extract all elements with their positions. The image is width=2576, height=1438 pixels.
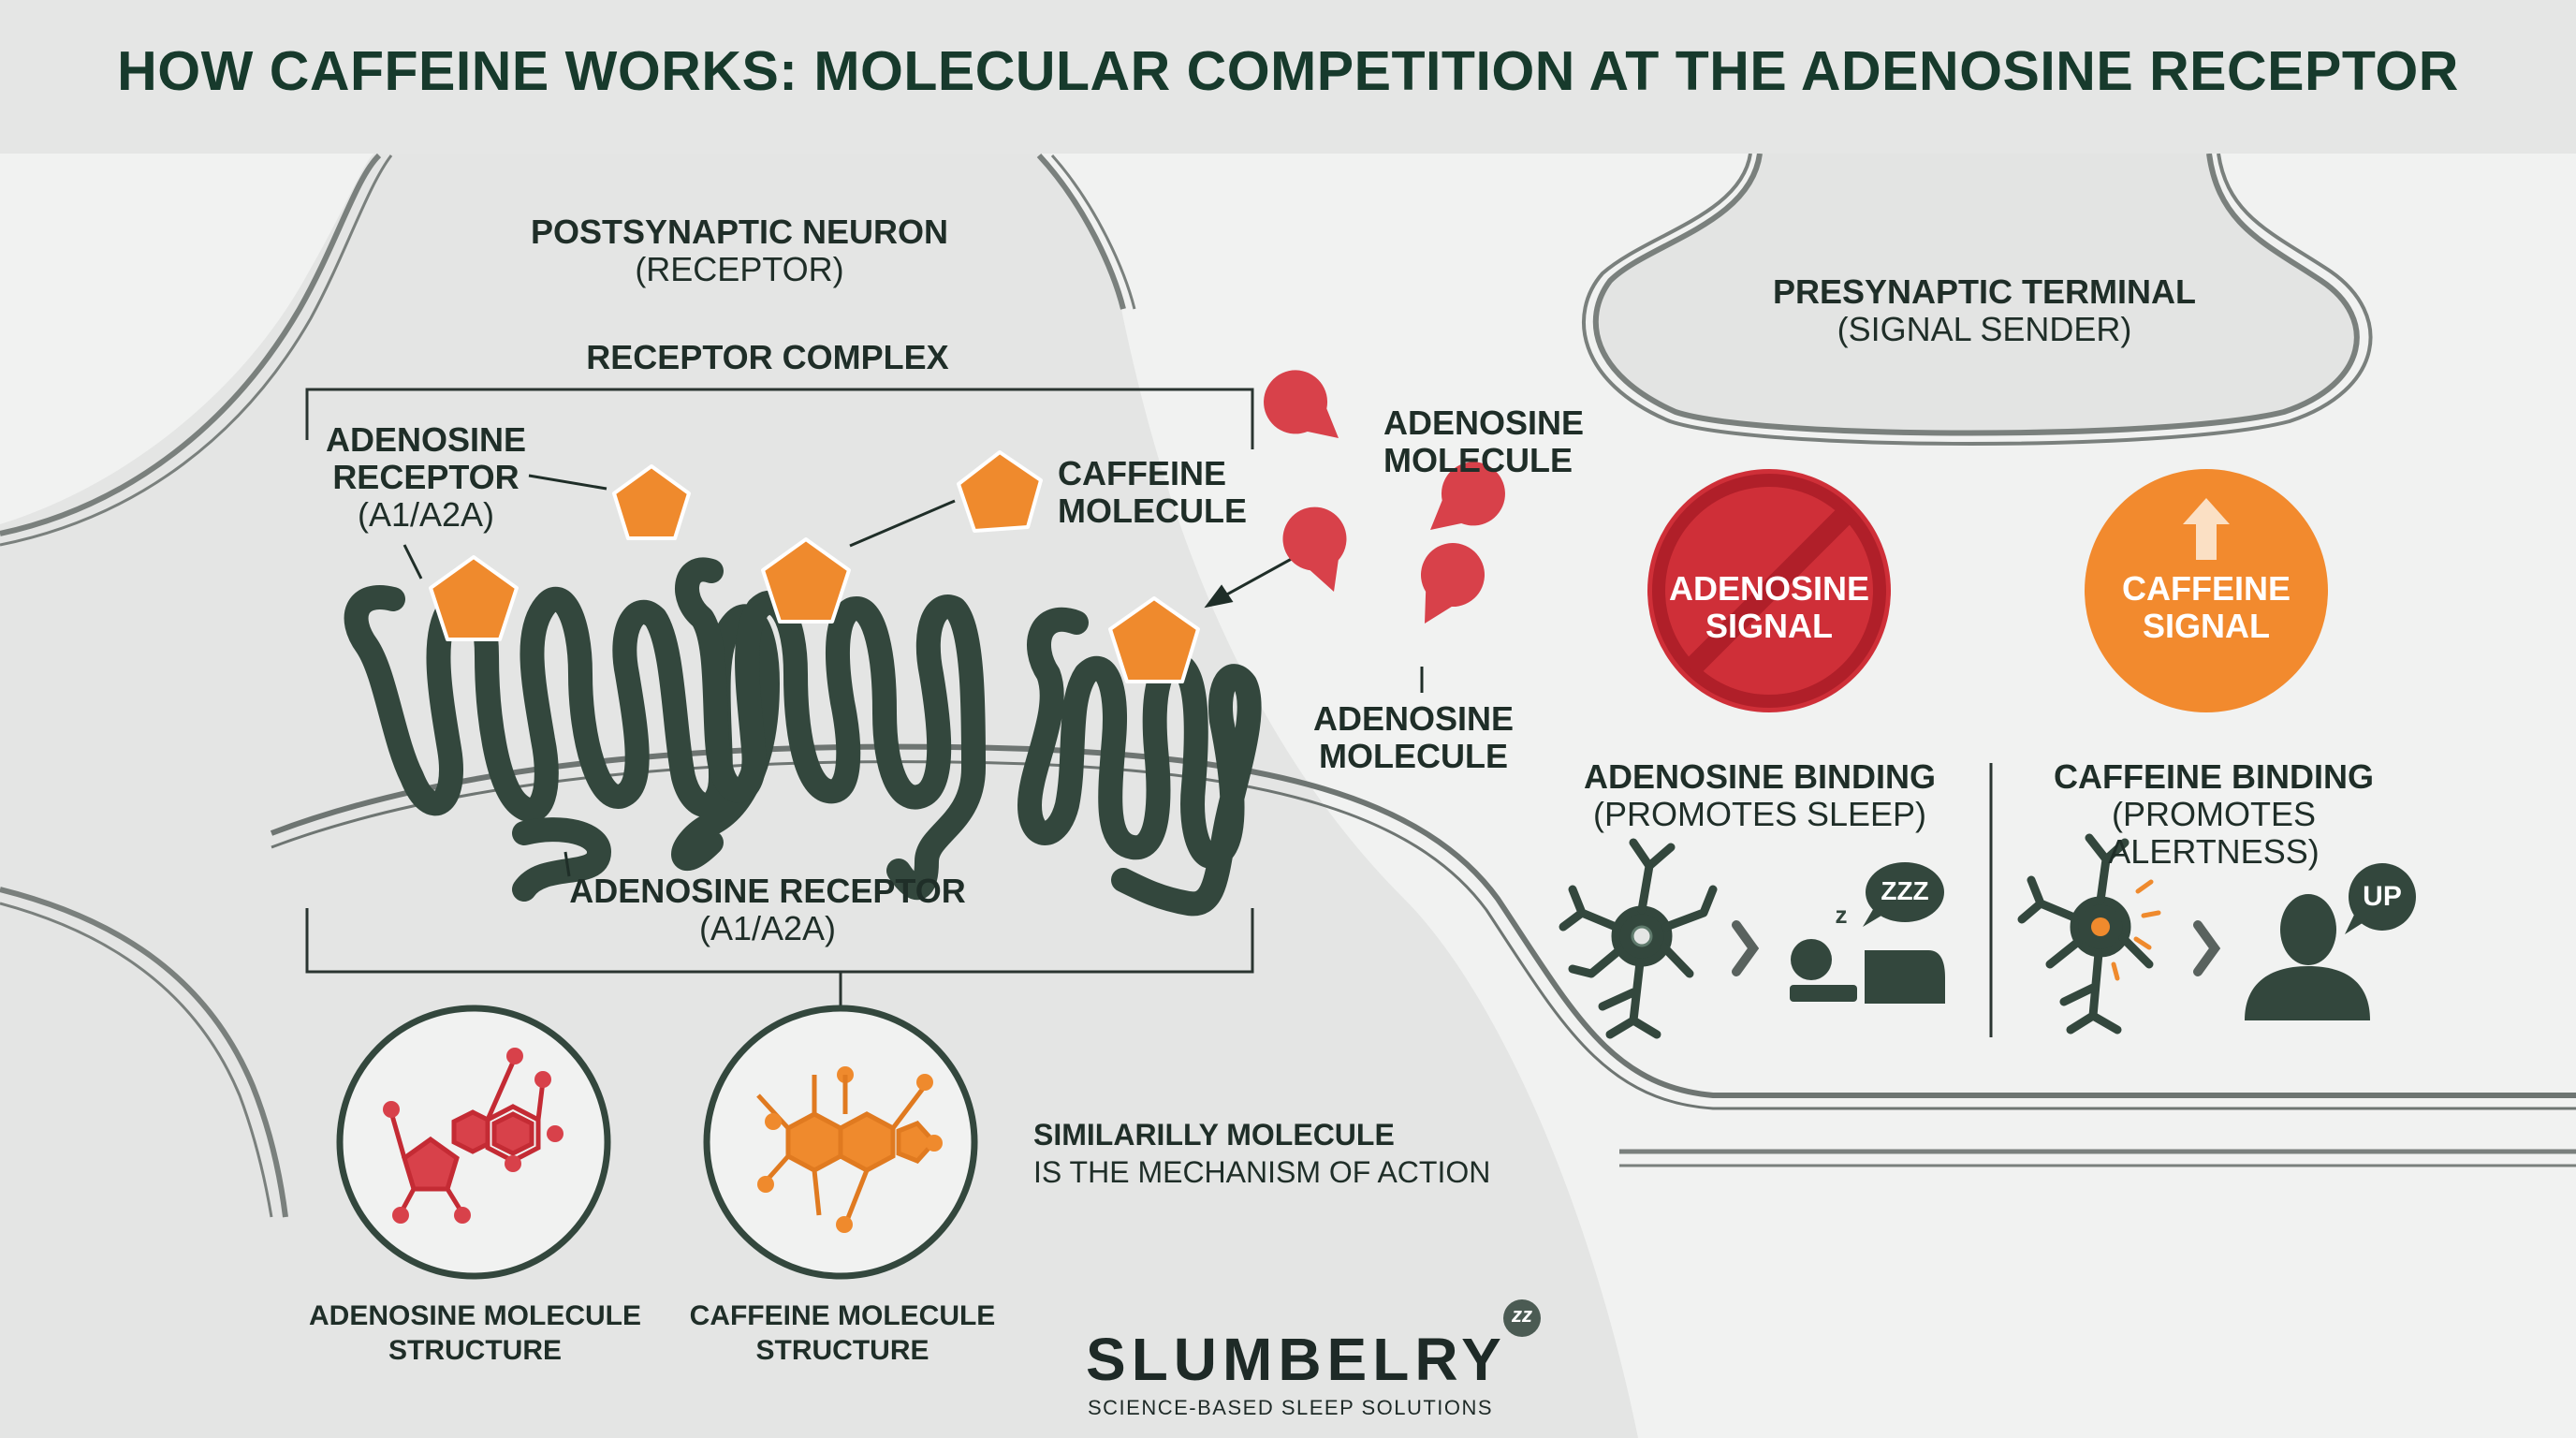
label-line: CAFFEINE	[1058, 454, 1226, 492]
speech-bubble-up	[2345, 863, 2416, 934]
label-line: STRUCTURE	[755, 1335, 929, 1366]
adenosine-signal-circle	[1647, 469, 1891, 712]
presynaptic-terminal	[1592, 153, 2360, 436]
up-arrow-icon	[2183, 498, 2230, 560]
presynaptic-label: PRESYNAPTIC TERMINAL (SIGNAL SENDER)	[1704, 273, 2265, 348]
label-line: ADENOSINE RECEPTOR	[569, 872, 966, 910]
caffeine-structure-label: CAFFEINE MOLECULE STRUCTURE	[674, 1299, 1011, 1368]
chevron-right-icon	[1732, 920, 1760, 976]
binding-title: ADENOSINE BINDING	[1583, 757, 1937, 796]
binding-subtitle: (PROMOTES SLEEP)	[1592, 795, 1927, 833]
up-bubble-text: UP	[2363, 881, 2402, 912]
brand-tagline: SCIENCE-BASED SLEEP SOLUTIONS	[1088, 1396, 1494, 1419]
adenosine-receptor-label-top: ADENOSINE RECEPTOR (A1/A2A)	[309, 421, 543, 534]
brand-logo: SLUMBELRY	[1086, 1326, 1507, 1393]
sleeping-person-icon	[1790, 939, 1945, 1004]
adenosine-receptor-label-bottom: ADENOSINE RECEPTOR (A1/A2A)	[552, 873, 983, 947]
header-bar	[0, 0, 2576, 154]
caffeine-structure-icon	[756, 1075, 938, 1224]
signal-line: SIGNAL	[2142, 607, 2270, 645]
signal-line: ADENOSINE	[1668, 569, 1870, 608]
adenosine-binding-label: ADENOSINE BINDING (PROMOTES SLEEP)	[1554, 758, 1966, 833]
sleep-z-text: z	[1835, 901, 1848, 929]
caffeine-signal-circle	[2085, 469, 2328, 712]
caffeine-molecules	[429, 450, 1200, 683]
brand-mark-icon	[1503, 1299, 1541, 1337]
label-line: MOLECULE	[1058, 492, 1247, 530]
label-line: MOLECULE	[1383, 441, 1573, 479]
binding-subtitle: (PROMOTES ALERTNESS)	[2108, 795, 2320, 871]
note-line: SIMILARILLY MOLECULE	[1033, 1118, 1395, 1152]
neuron-icon	[1559, 838, 1718, 1039]
label-line: ADENOSINE	[1312, 699, 1515, 738]
adenosine-structure-icon	[388, 1056, 546, 1215]
label-line: MOLECULE	[1319, 737, 1508, 775]
postsynaptic-subtitle: (RECEPTOR)	[635, 250, 844, 288]
brand-mark-text: zz	[1512, 1303, 1532, 1327]
label-line: CAFFEINE MOLECULE	[689, 1300, 996, 1331]
receptor-2	[675, 557, 986, 900]
signal-line: SIGNAL	[1705, 607, 1833, 645]
label-line: ADENOSINE	[325, 420, 527, 459]
zzz-bubble-text: ZZZ	[1881, 876, 1929, 905]
label-line: RECEPTOR	[332, 458, 520, 496]
speech-bubble-zzz	[1863, 862, 1944, 927]
postsynaptic-title: POSTSYNAPTIC NEURON	[530, 213, 949, 251]
presynaptic-subtitle: (SIGNAL SENDER)	[1837, 310, 2132, 348]
caffeine-signal-text: CAFFEINE SIGNAL	[2094, 570, 2319, 645]
label-line: STRUCTURE	[388, 1335, 562, 1366]
chevron-right-icon-2	[2193, 920, 2221, 976]
similarity-note: SIMILARILLY MOLECULE IS THE MECHANISM OF…	[1033, 1116, 1558, 1191]
presynaptic-title: PRESYNAPTIC TERMINAL	[1772, 272, 2197, 311]
page-title: HOW CAFFEINE WORKS: MOLECULAR COMPETITIO…	[117, 40, 2459, 102]
label-line: ADENOSINE	[1383, 404, 1585, 442]
note-line: IS THE MECHANISM OF ACTION	[1033, 1155, 1491, 1189]
postsynaptic-label: POSTSYNAPTIC NEURON (RECEPTOR)	[487, 213, 992, 288]
adenosine-signal-text: ADENOSINE SIGNAL	[1657, 570, 1881, 645]
label-line: (A1/A2A)	[698, 909, 837, 947]
label-line: (A1/A2A)	[357, 495, 495, 534]
alert-person-icon	[2245, 894, 2370, 1020]
caffeine-molecule-label: CAFFEINE MOLECULE	[1058, 455, 1282, 530]
binding-title: CAFFEINE BINDING	[2054, 757, 2374, 796]
adenosine-molecule-label-top: ADENOSINE MOLECULE	[1383, 404, 1608, 479]
label-line: ADENOSINE MOLECULE	[308, 1300, 642, 1331]
adenosine-structure-label: ADENOSINE MOLECULE STRUCTURE	[300, 1299, 651, 1368]
signal-line: CAFFEINE	[2122, 569, 2291, 608]
receptor-1	[344, 585, 780, 902]
caffeine-binding-label: CAFFEINE BINDING (PROMOTES ALERTNESS)	[2003, 758, 2424, 871]
adenosine-molecule-label-bottom: ADENOSINE MOLECULE	[1301, 700, 1526, 775]
receptor-complex-label: RECEPTOR COMPLEX	[586, 338, 949, 376]
receptor-3	[1017, 607, 1262, 917]
